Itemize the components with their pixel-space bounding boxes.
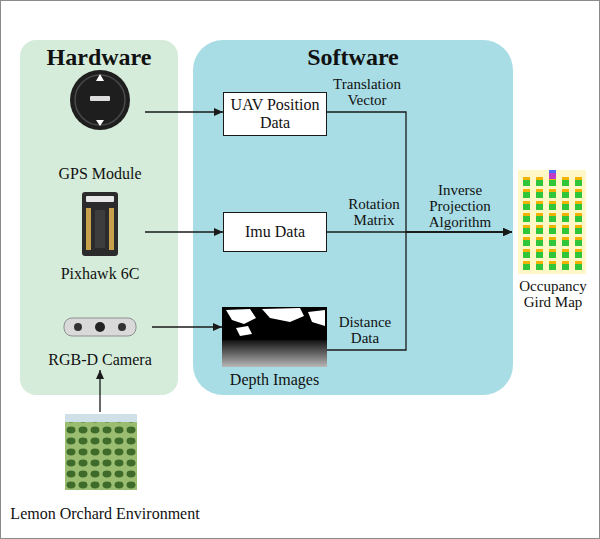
- device-figure: GPS Module: [55, 66, 145, 184]
- panel-title: Hardware: [20, 44, 178, 70]
- software-panel-fill: [193, 40, 513, 395]
- pixhawk-icon: [82, 192, 118, 256]
- device-figure: RGB-D Camera: [48, 314, 152, 370]
- flow-arrow: [145, 111, 223, 112]
- device-figure: Occupancy Gird Map: [512, 168, 594, 310]
- gps-icon: [70, 70, 130, 130]
- device-figure: Lemon Orchard Environment: [8, 412, 202, 524]
- figure-caption: Pixhawk 6C: [61, 264, 140, 284]
- figure-caption: RGB-D Camera: [48, 350, 152, 370]
- group-panel: HardwareGPS ModulePixhawk 6C RGB-D Camera: [20, 40, 178, 395]
- figure-caption: Depth Images: [230, 370, 319, 390]
- edge-label: Translation Vector: [332, 76, 402, 108]
- box-label: UAV Position Data: [228, 96, 322, 132]
- figure-caption: GPS Module: [58, 164, 141, 184]
- edge-label: Rotation Matrix: [346, 196, 402, 228]
- occupancy-map-picture: [518, 170, 586, 274]
- process-box: Imu Data: [223, 212, 327, 252]
- edge-label: Distance Data: [333, 314, 397, 346]
- box-label: Imu Data: [245, 223, 305, 241]
- flow-arrow: [327, 232, 512, 350]
- flow-arrow: [99, 370, 100, 412]
- depth-image: [222, 307, 327, 367]
- figure-caption: Occupancy Gird Map: [512, 278, 594, 310]
- figure-caption: Lemon Orchard Environment: [10, 504, 199, 524]
- orchard-photo: [65, 414, 137, 490]
- device-figure: Depth Images: [222, 305, 327, 390]
- camera-icon: [64, 318, 136, 336]
- panel-title: Software: [193, 44, 513, 70]
- flow-arrow: [145, 231, 223, 232]
- hardware-panel-fill: [20, 40, 178, 395]
- device-figure: Pixhawk 6C: [55, 188, 145, 284]
- flow-arrow: [152, 326, 222, 327]
- process-box: UAV Position Data: [223, 92, 327, 136]
- flow-arrow: [327, 112, 512, 232]
- algorithm-label: Inverse Projection Algorithm: [412, 182, 508, 230]
